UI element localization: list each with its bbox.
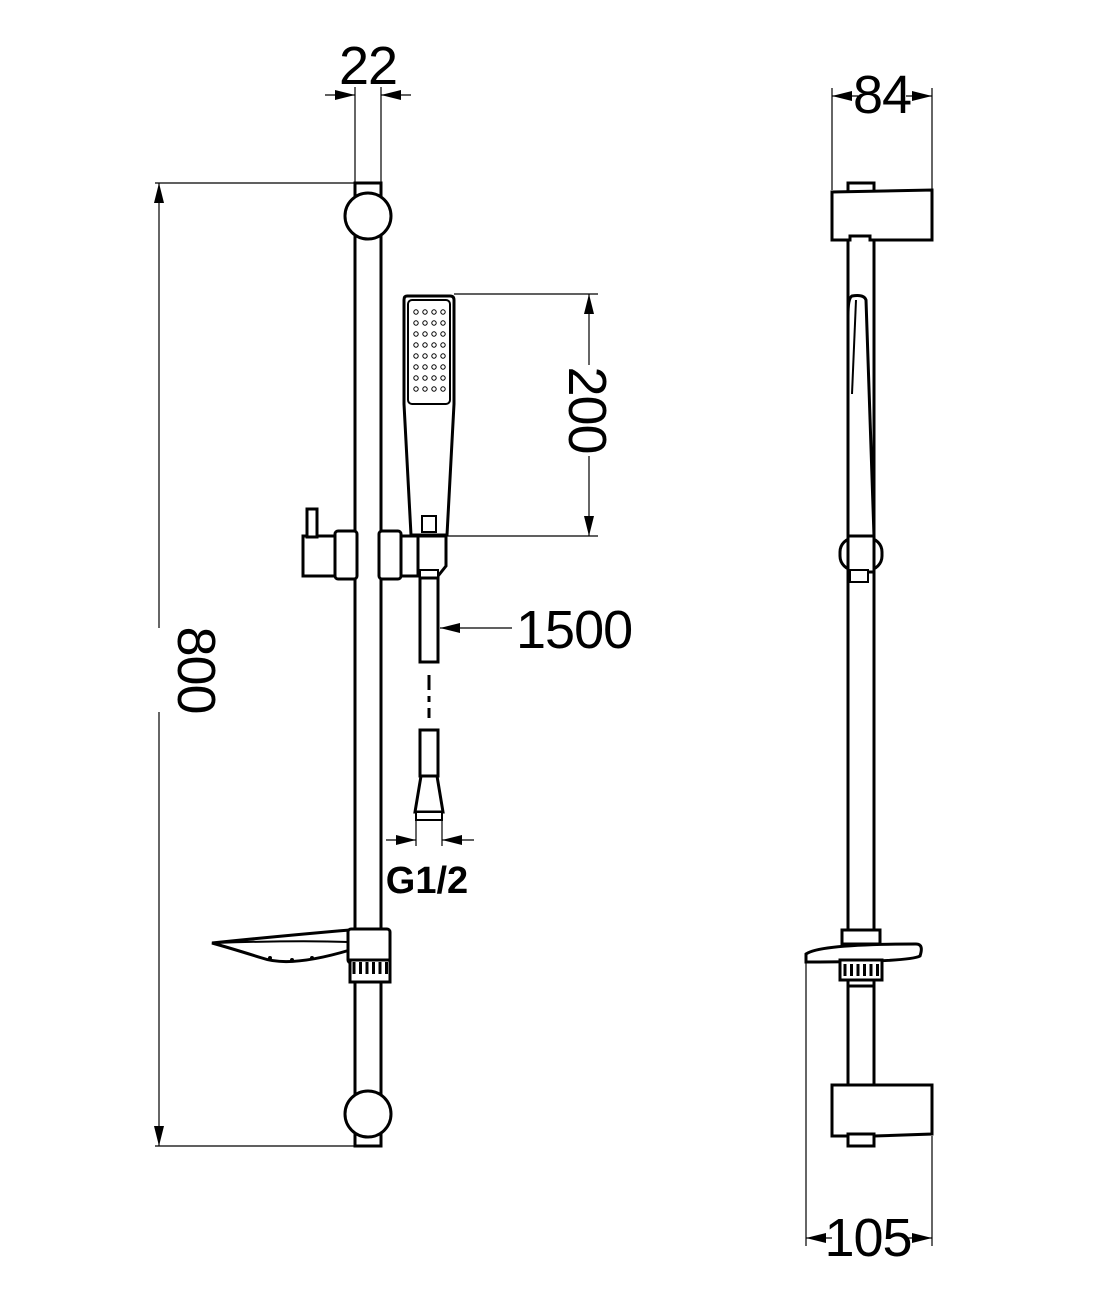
nozzle [440, 375, 446, 381]
nozzle [422, 331, 428, 337]
nozzle [413, 320, 419, 326]
nozzle [440, 309, 446, 315]
nozzle [422, 342, 428, 348]
nozzle [440, 386, 446, 392]
nozzle [422, 309, 428, 315]
side-soap-dish [804, 928, 923, 988]
nozzle [413, 386, 419, 392]
nozzle [440, 364, 446, 370]
hose [413, 576, 445, 821]
hand-shower [402, 294, 456, 537]
side-bottom-bracket [830, 1083, 934, 1148]
nozzle [440, 353, 446, 359]
top-wall-bracket [343, 191, 393, 241]
nozzle [422, 386, 428, 392]
dim-label-105: 105 [824, 1208, 911, 1268]
nozzle [422, 364, 428, 370]
nozzle [422, 353, 428, 359]
bottom-wall-bracket [343, 1089, 393, 1139]
dim-bracket-projection: 84 [831, 65, 933, 190]
nozzle [413, 353, 419, 359]
dim-label-g12: G1/2 [386, 860, 468, 902]
nozzle-grid [413, 309, 446, 392]
nozzle [431, 375, 437, 381]
side-hand-shower [846, 294, 876, 538]
nozzle [431, 353, 437, 359]
nozzle [440, 320, 446, 326]
nozzle [413, 364, 419, 370]
side-view: 84 105 [804, 65, 934, 1268]
dim-handshower-length: 200 [446, 293, 617, 537]
dim-rail-length: 800 [154, 182, 368, 1147]
slide-holder [301, 507, 448, 581]
dim-hose-length: 1500 [440, 600, 633, 660]
nozzle [431, 342, 437, 348]
dim-label-200: 200 [557, 366, 617, 453]
nozzle [440, 342, 446, 348]
dim-label-22: 22 [339, 36, 397, 96]
rail [353, 181, 383, 1148]
soap-dish [211, 927, 392, 984]
side-top-bracket [830, 181, 934, 242]
side-slide-holder [838, 534, 884, 583]
dim-rail-diameter: 22 [325, 36, 411, 183]
nozzle [431, 309, 437, 315]
nozzle [440, 331, 446, 337]
nozzle [413, 375, 419, 381]
dim-label-800: 800 [166, 626, 226, 713]
nozzle [413, 342, 419, 348]
nozzle [422, 375, 428, 381]
dim-soap-dish-projection: 105 [805, 960, 933, 1268]
nozzle [422, 320, 428, 326]
nozzle [431, 331, 437, 337]
front-view: 22 800 200 1500 G1/2 [154, 36, 633, 1148]
nozzle [413, 331, 419, 337]
dim-label-84: 84 [853, 65, 911, 125]
nozzle [431, 364, 437, 370]
nozzle [413, 309, 419, 315]
dim-hose-connection: G1/2 [386, 818, 474, 902]
nozzle [431, 386, 437, 392]
dim-label-1500: 1500 [516, 600, 632, 660]
nozzle [431, 320, 437, 326]
